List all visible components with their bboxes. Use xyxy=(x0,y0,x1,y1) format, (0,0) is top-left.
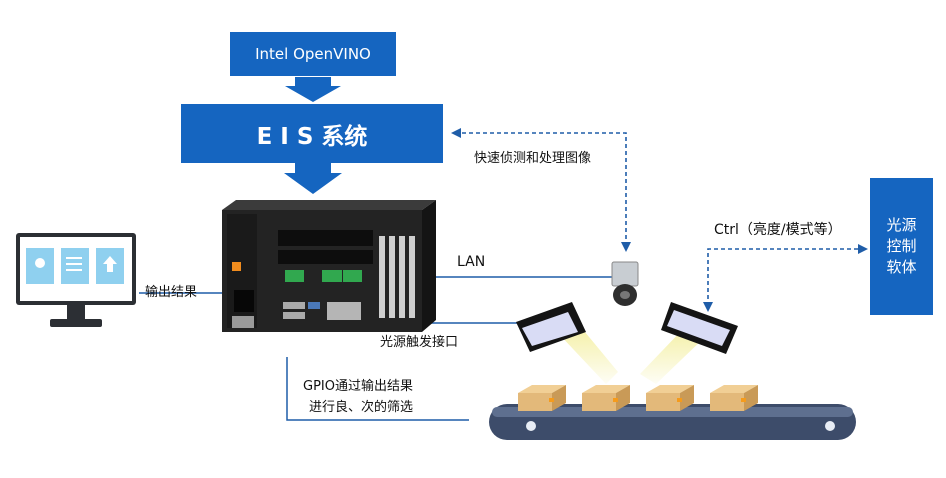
right-light-beam xyxy=(640,328,706,384)
lan-label: LAN xyxy=(457,254,486,270)
light-control-software-block: 光源 控制 软体 xyxy=(870,178,933,315)
eis-system-block: E I S 系统 xyxy=(181,104,443,163)
openvino-block: Intel OpenVINO xyxy=(230,32,396,76)
openvino-label: Intel OpenVINO xyxy=(255,45,371,63)
product-box xyxy=(646,385,694,411)
fast-detect-connector xyxy=(458,132,627,246)
arrowhead-to-right-light xyxy=(703,302,713,312)
gpio-label-line2: 进行良、次的筛选 xyxy=(309,400,414,415)
ctrl-connector xyxy=(707,248,862,306)
ctrl-label: Ctrl（亮度/模式等） xyxy=(714,222,842,238)
gpio-label-line1: GPIO通过输出结果 xyxy=(303,379,413,394)
arrow-eis-to-ipc xyxy=(284,163,342,194)
product-box xyxy=(582,385,630,411)
light-control-label-line2: 控制 xyxy=(886,237,917,255)
arrowhead-to-camera xyxy=(621,242,631,252)
arrowhead-to-light-ctrl xyxy=(858,244,868,254)
industrial-pc-icon xyxy=(222,200,436,332)
right-light-bar-icon xyxy=(661,302,738,354)
product-box xyxy=(518,385,566,411)
left-light-bar-icon xyxy=(516,302,586,352)
light-control-label-line1: 光源 xyxy=(886,216,917,234)
output-result-label: 输出结果 xyxy=(145,285,198,300)
eis-system-label: E I S 系统 xyxy=(256,123,368,150)
arrowhead-to-eis xyxy=(451,128,461,138)
monitor-icon xyxy=(16,233,136,327)
product-box xyxy=(710,385,758,411)
fast-detect-label: 快速侦测和处理图像 xyxy=(474,151,592,166)
left-light-beam xyxy=(558,326,618,384)
light-trigger-label: 光源触发接口 xyxy=(380,335,459,350)
camera-icon xyxy=(611,261,639,306)
arrow-openvino-to-eis xyxy=(285,77,341,102)
light-control-label-line3: 软体 xyxy=(886,258,917,276)
